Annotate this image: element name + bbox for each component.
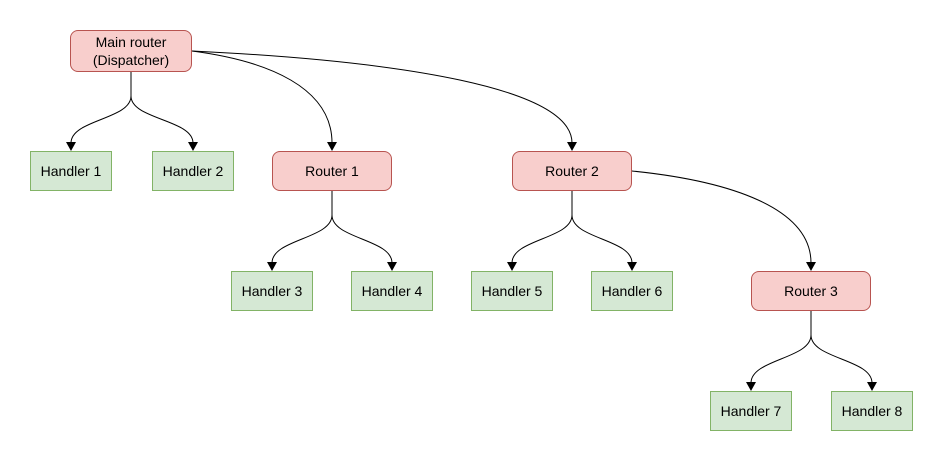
edge-router-1-to-handler-3 (271, 191, 333, 264)
edge-router-2-to-handler-5 (511, 191, 573, 264)
node-label-handler-4: Handler 4 (361, 283, 423, 299)
arrowhead-router-3-to-handler-7 (746, 382, 756, 391)
node-main-router: Main router (Dispatcher) (70, 30, 192, 72)
node-handler-3: Handler 3 (231, 271, 313, 311)
arrowhead-main-router-to-handler-2 (188, 142, 198, 151)
node-label-handler-7: Handler 7 (720, 403, 782, 419)
edge-main-router-to-handler-2 (130, 72, 194, 144)
node-label-handler-5: Handler 5 (481, 283, 543, 299)
node-handler-6: Handler 6 (591, 271, 673, 311)
node-handler-1: Handler 1 (30, 151, 112, 191)
edge-router-2-to-router-3 (631, 170, 812, 264)
edge-main-router-to-router-1 (191, 50, 333, 144)
node-label-handler-8: Handler 8 (841, 403, 903, 419)
arrowhead-router-1-to-handler-3 (267, 262, 277, 271)
arrowhead-router-2-to-router-3 (806, 262, 816, 271)
node-label-router-2: Router 2 (545, 163, 599, 179)
edge-router-2-to-handler-6 (571, 191, 633, 264)
edge-router-1-to-handler-4 (331, 191, 393, 264)
node-label-handler-6: Handler 6 (601, 283, 663, 299)
node-label-handler-3: Handler 3 (241, 283, 303, 299)
node-router-2: Router 2 (512, 151, 632, 191)
node-router-3: Router 3 (751, 271, 871, 311)
node-label-main-router: Main router (Dispatcher) (92, 34, 170, 68)
edge-router-3-to-handler-8 (810, 311, 873, 384)
node-handler-2: Handler 2 (152, 151, 234, 191)
node-handler-7: Handler 7 (710, 391, 792, 431)
node-label-router-3: Router 3 (784, 283, 838, 299)
node-label-handler-1: Handler 1 (40, 163, 102, 179)
edge-main-router-to-router-2 (191, 50, 573, 144)
node-router-1: Router 1 (272, 151, 392, 191)
node-handler-5: Handler 5 (471, 271, 553, 311)
arrowhead-main-router-to-handler-1 (66, 142, 76, 151)
arrowhead-router-3-to-handler-8 (867, 382, 877, 391)
arrowhead-router-1-to-handler-4 (387, 262, 397, 271)
arrowhead-router-2-to-handler-5 (507, 262, 517, 271)
node-handler-4: Handler 4 (351, 271, 433, 311)
node-label-handler-2: Handler 2 (162, 163, 224, 179)
node-label-router-1: Router 1 (305, 163, 359, 179)
edge-main-router-to-handler-1 (70, 72, 132, 144)
arrowhead-router-2-to-handler-6 (627, 262, 637, 271)
node-handler-8: Handler 8 (831, 391, 913, 431)
arrowhead-main-router-to-router-2 (567, 142, 577, 151)
arrowhead-main-router-to-router-1 (327, 142, 337, 151)
edge-router-3-to-handler-7 (750, 311, 812, 384)
